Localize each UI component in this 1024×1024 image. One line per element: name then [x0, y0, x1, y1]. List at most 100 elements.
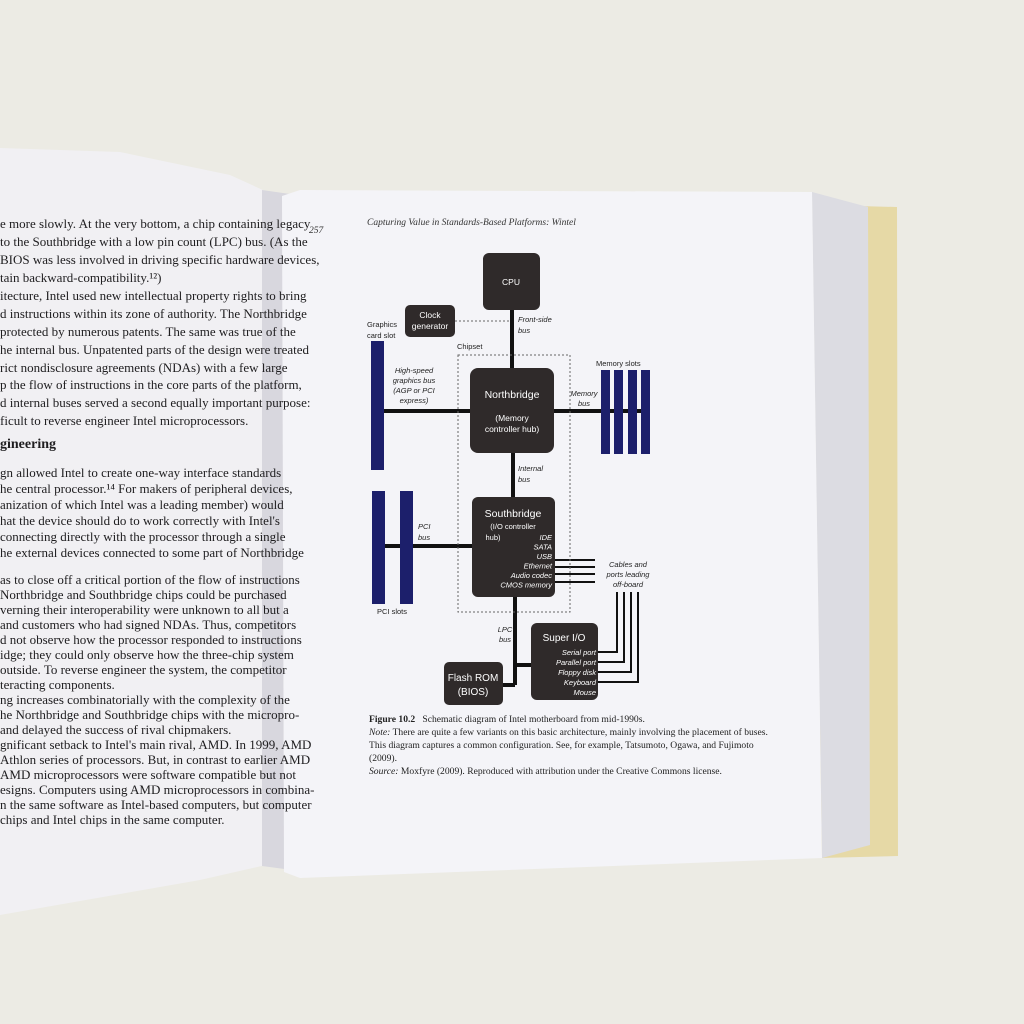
cpu-label: CPU — [502, 277, 520, 287]
cables-label-3: off-board — [613, 580, 644, 589]
left-page-line: anization of which Intel was a leading m… — [0, 497, 284, 512]
left-page-line: d internal buses served a second equally… — [0, 395, 311, 410]
memory-slots-label: Memory slots — [596, 359, 641, 368]
cpu-box — [483, 253, 540, 310]
graphics-bus-label: High-speed — [395, 366, 434, 375]
flash-rom-box — [444, 662, 503, 705]
southbridge-port-label: CMOS memory — [500, 581, 553, 590]
left-page-line: he internal bus. Unpatented parts of the… — [0, 342, 309, 357]
left-page-line: idge; they could only observe how the th… — [0, 647, 294, 662]
left-page-line: hat the device should do to work correct… — [0, 513, 280, 528]
internal-bus-label: Internal — [518, 464, 543, 473]
left-page-line: gnificant setback to Intel's main rival,… — [0, 737, 312, 752]
left-page-line: d instructions within its zone of author… — [0, 306, 307, 321]
southbridge-port-label: USB — [537, 552, 552, 561]
superio-port-label: Floppy disk — [558, 668, 597, 677]
left-page-line: rict nondisclosure agreements (NDAs) wit… — [0, 360, 288, 375]
figure-note: Note: There are quite a few variants on … — [369, 727, 768, 738]
page-block-edge — [812, 192, 870, 858]
running-head: Capturing Value in Standards-Based Platf… — [367, 218, 576, 228]
graphics-slot-label: Graphics — [367, 320, 397, 329]
clock-label: Clock — [419, 310, 441, 320]
superio-port-label: Keyboard — [564, 678, 597, 687]
left-page-line: e more slowly. At the very bottom, a chi… — [0, 216, 311, 231]
figure-caption: Figure 10.2 Schematic diagram of Intel m… — [369, 714, 645, 725]
left-page — [0, 148, 279, 915]
section-heading: gineering — [0, 437, 56, 452]
southbridge-port-label: SATA — [534, 543, 552, 552]
flash-rom-label: Flash ROM — [448, 673, 499, 684]
left-page-line: d not observe how the processor responde… — [0, 632, 302, 647]
southbridge-box — [472, 497, 555, 597]
figure-note-2: This diagram captures a common configura… — [369, 740, 754, 751]
memory-slot — [614, 370, 623, 454]
left-page-line: itecture, Intel used new intellectual pr… — [0, 288, 307, 303]
memory-slot — [641, 370, 650, 454]
flash-rom-label-2: (BIOS) — [458, 687, 489, 698]
southbridge-label: Southbridge — [485, 508, 542, 520]
left-page-line: ficult to reverse engineer Intel micropr… — [0, 413, 249, 428]
left-page-line: teracting components. — [0, 677, 115, 692]
lpc-bus-label-2: bus — [499, 635, 511, 644]
clock-label-2: generator — [412, 321, 449, 331]
left-page-line: protected by numerous patents. The same … — [0, 324, 296, 339]
note-line: There are quite a few variants on this b… — [392, 727, 768, 738]
page-number: 257 — [309, 226, 324, 236]
memory-bus-label-2: bus — [578, 399, 590, 408]
graphics-slot-label-2: card slot — [367, 331, 396, 340]
left-page-line: he central processor.¹⁴ For makers of pe… — [0, 481, 293, 496]
northbridge-box — [470, 368, 554, 453]
left-page-line: Athlon series of processors. But, in con… — [0, 752, 311, 767]
offboard-cables — [555, 559, 639, 683]
graphics-bus-label-2: graphics bus — [393, 376, 436, 385]
left-page-line: verning their interoperability were unkn… — [0, 602, 289, 617]
memory-bus-label: Memory — [570, 389, 598, 398]
superio-port-label: Mouse — [573, 688, 596, 697]
cables-label-2: ports leading — [606, 570, 651, 579]
left-page-line: p the flow of instructions in the core p… — [0, 377, 302, 392]
chipset-boundary — [457, 354, 571, 613]
memory-slot — [601, 370, 610, 454]
lpc-bus-label: LPC — [498, 625, 513, 634]
figure-source: Source: Moxfyre (2009). Reproduced with … — [369, 766, 722, 777]
left-page-line: and customers who had signed NDAs. Thus,… — [0, 617, 297, 632]
left-page-line: gn allowed Intel to create one-way inter… — [0, 465, 282, 480]
left-page-line: as to close off a critical portion of th… — [0, 572, 300, 587]
left-page-line: AMD microprocessors were software compat… — [0, 767, 297, 782]
figure-label: Figure 10.2 — [369, 714, 416, 725]
pci-slots-label: PCI slots — [377, 607, 407, 616]
left-page-line: ng increases combinatorially with the co… — [0, 692, 290, 707]
left-page-line: he external devices connected to some pa… — [0, 545, 304, 560]
southbridge-port-label: Ethernet — [524, 562, 553, 571]
superio-port-label: Parallel port — [556, 658, 597, 667]
superio-box — [531, 623, 598, 700]
internal-bus-label-2: bus — [518, 475, 530, 484]
superio-label: Super I/O — [543, 633, 586, 644]
fsb-label: Front-side — [518, 315, 552, 324]
graphics-bus-label-4: express) — [400, 396, 429, 405]
figure-note-3: (2009). — [369, 753, 397, 764]
southbridge-port-label: IDE — [539, 533, 553, 542]
left-page-line: and delayed the success of rival chipmak… — [0, 722, 232, 737]
memory-slot — [628, 370, 637, 454]
northbridge-sub: (Memory — [495, 413, 529, 423]
pci-slot — [372, 491, 385, 604]
left-page-line: outside. To reverse engineer the system,… — [0, 662, 287, 677]
superio-port-label: Serial port — [562, 648, 597, 657]
southbridge-sub-2: hub) — [485, 533, 501, 542]
source-label: Source: — [369, 766, 399, 777]
left-page-line: chips and Intel chips in the same comput… — [0, 812, 225, 827]
southbridge-port-label: Audio codec — [510, 571, 553, 580]
left-page-line: BIOS was less involved in driving specif… — [0, 252, 320, 267]
graphics-card-slot — [371, 341, 384, 470]
figure-text: Schematic diagram of Intel motherboard f… — [422, 714, 645, 725]
left-page-line: n the same software as Intel-based compu… — [0, 797, 312, 812]
left-page-line: tain backward-compatibility.¹²) — [0, 270, 162, 285]
chipset-label: Chipset — [457, 342, 483, 351]
note-label: Note: — [369, 727, 391, 738]
cables-label: Cables and — [609, 560, 648, 569]
pci-bus-label-2: bus — [418, 533, 430, 542]
graphics-bus-label-3: (AGP or PCI — [393, 386, 434, 395]
left-page-line: Northbridge and Southbridge chips could … — [0, 587, 287, 602]
